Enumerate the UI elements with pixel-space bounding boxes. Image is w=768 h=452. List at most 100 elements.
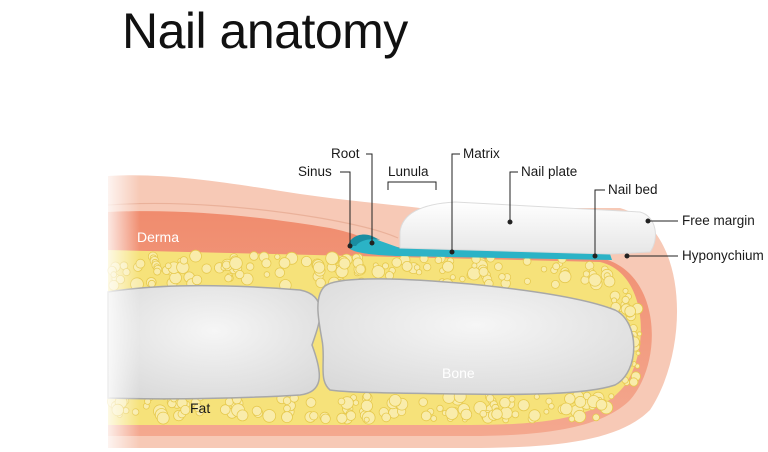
fat-globule xyxy=(478,266,489,277)
fat-globule xyxy=(629,377,639,387)
fat-globule xyxy=(580,275,590,285)
fat-globule xyxy=(418,397,428,407)
fat-globule xyxy=(300,255,312,267)
fat-globule xyxy=(283,404,291,413)
fat-globule xyxy=(179,256,189,265)
fat-globule xyxy=(278,257,291,269)
fat-globule xyxy=(517,399,530,412)
label-free-margin: Free margin xyxy=(682,213,755,228)
fat-globule xyxy=(180,404,191,415)
fat-globule xyxy=(624,305,636,318)
fat-globule xyxy=(436,404,444,412)
fat-globule xyxy=(498,273,506,281)
fat-globule xyxy=(582,270,590,278)
fat-globule xyxy=(420,410,432,422)
fat-globule xyxy=(543,408,550,415)
fat-globule xyxy=(508,395,516,403)
fat-globule xyxy=(224,274,233,283)
fat-globule xyxy=(320,413,331,425)
fat-globule xyxy=(635,350,641,356)
fat-globule xyxy=(381,412,392,423)
fat-globule xyxy=(540,266,548,273)
epidermis-fold xyxy=(107,202,399,239)
fat-globule xyxy=(568,415,576,423)
fat-globule xyxy=(193,403,203,413)
page-title: Nail anatomy xyxy=(122,3,408,59)
fat-globule xyxy=(336,412,348,424)
label-nail-bed: Nail bed xyxy=(608,182,658,197)
fat-globule xyxy=(169,271,182,285)
fat-globule xyxy=(240,272,254,286)
label-sinus: Sinus xyxy=(298,164,332,179)
fat-globule xyxy=(548,403,555,410)
fat-globule xyxy=(281,411,293,424)
label-derma: Derma xyxy=(137,229,179,245)
fat-globule xyxy=(430,415,438,422)
fat-globule xyxy=(559,402,573,416)
fat-globule xyxy=(309,411,319,421)
fat-globule xyxy=(229,256,243,270)
fat-globule xyxy=(603,275,616,288)
fat-globule xyxy=(262,409,277,423)
fat-globule xyxy=(533,393,540,400)
fat-globule xyxy=(338,257,351,270)
fat-globule xyxy=(325,251,339,266)
fat-globule xyxy=(573,409,587,423)
fat-globule xyxy=(263,271,271,278)
leader-lines xyxy=(340,153,678,259)
fat-globule xyxy=(274,253,281,260)
fat-globule xyxy=(401,260,413,272)
label-bone: Bone xyxy=(442,365,475,381)
fat-globule xyxy=(445,406,459,420)
fat-globule xyxy=(362,391,372,401)
label-matrix: Matrix xyxy=(463,146,500,161)
fat-globule xyxy=(153,267,162,276)
fat-globule xyxy=(588,273,602,287)
fat-globule xyxy=(622,287,629,294)
label-lunula: Lunula xyxy=(388,164,429,179)
fat-globule xyxy=(558,270,572,284)
fat-globule xyxy=(156,411,170,425)
fat-globule xyxy=(637,331,643,337)
fat-globule xyxy=(201,263,212,274)
fat-globule xyxy=(352,399,359,406)
fat-globule xyxy=(423,262,432,272)
fat-globule xyxy=(315,277,326,289)
middle-phalanx-bone xyxy=(107,285,321,400)
fat-globule xyxy=(381,262,389,270)
fat-globule xyxy=(523,277,531,285)
fat-globule xyxy=(249,251,259,261)
fat-globule xyxy=(459,275,466,283)
fat-globule xyxy=(467,266,481,281)
fat-globule xyxy=(236,409,249,422)
fat-globule xyxy=(305,397,317,408)
fat-globule xyxy=(574,395,587,408)
fat-globule xyxy=(337,397,346,406)
fat-globule xyxy=(415,269,423,276)
fat-globule xyxy=(442,260,454,273)
fat-globule xyxy=(434,256,443,264)
fat-globule xyxy=(485,394,495,403)
fat-globule xyxy=(261,258,272,269)
fat-globule xyxy=(391,257,402,268)
fat-globule xyxy=(499,397,511,409)
fat-globule xyxy=(360,399,373,412)
fat-globule xyxy=(388,394,402,407)
fat-globule xyxy=(449,274,456,281)
nail-plate xyxy=(399,201,656,255)
fat-globule xyxy=(551,279,560,289)
fat-globule xyxy=(491,408,503,420)
fat-globule xyxy=(479,409,488,418)
fat-globule xyxy=(220,404,231,415)
nail-bed xyxy=(350,236,612,260)
fat-globule xyxy=(165,262,172,270)
fat-globule xyxy=(224,397,234,407)
fat-globule xyxy=(363,416,370,423)
fat-globule xyxy=(245,262,255,271)
fat-globule xyxy=(251,405,262,416)
fat-globule xyxy=(345,410,357,421)
fat-globule xyxy=(235,269,245,280)
fat-globule xyxy=(494,262,503,271)
label-hyponychium: Hyponychium xyxy=(682,248,764,263)
